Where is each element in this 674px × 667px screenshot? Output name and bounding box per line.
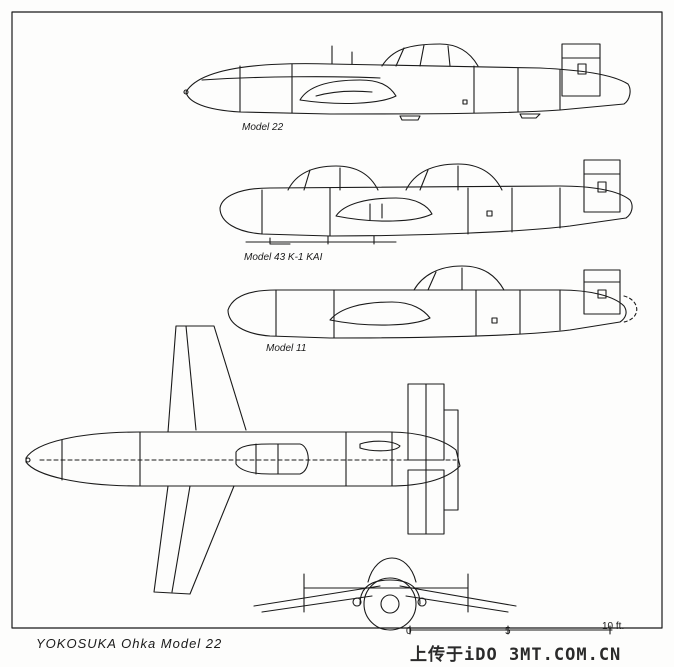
watermark: 上传于iDO 3MT.COM.CN — [410, 645, 622, 665]
drawing-title: YOKOSUKA Ohka Model 22 — [36, 636, 223, 651]
model-11-side-view — [227, 265, 638, 339]
caption-model-22: Model 22 — [242, 122, 284, 133]
caption-model-43: Model 43 K-1 KAI — [244, 252, 323, 263]
front-view — [253, 557, 517, 631]
caption-model-11: Model 11 — [266, 343, 307, 354]
drawing-frame — [11, 11, 663, 629]
plan-view — [25, 325, 461, 595]
scale-tick-0: 0 — [406, 626, 412, 637]
model-22-side-view — [183, 43, 631, 121]
scale-bar — [409, 625, 613, 635]
scale-tick-5: 5 — [505, 626, 511, 637]
scale-tick-10: 10 ft. — [602, 621, 625, 632]
model-43-side-view — [219, 159, 633, 245]
